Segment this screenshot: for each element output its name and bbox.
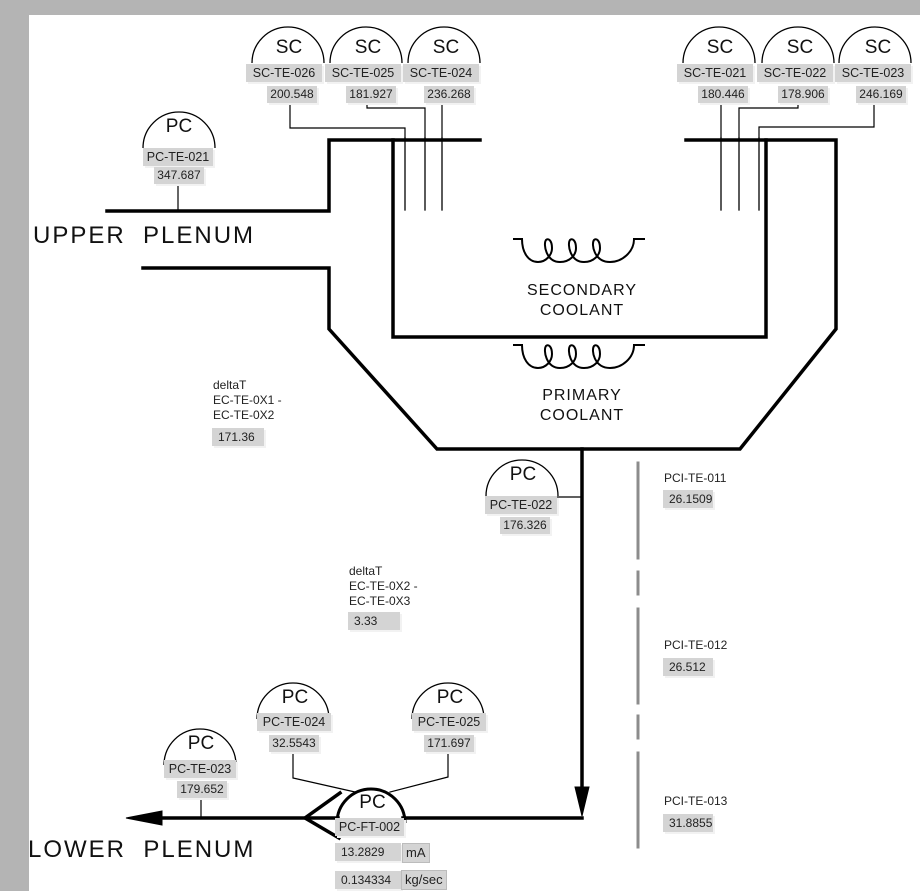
- gauge-sc-te-021[interactable]: SC SC-TE-021 180.446: [677, 33, 760, 105]
- pc-te-024-leader: [292, 753, 356, 793]
- secondary-coolant-label: SECONDARY COOLANT: [500, 281, 664, 321]
- delta-t-value: 171.36: [212, 428, 264, 446]
- delta-t-line1: EC-TE-0X1 -: [213, 393, 282, 407]
- downcomer-arrow-icon: [574, 786, 590, 817]
- gauge-tag: PC-TE-022: [485, 496, 557, 514]
- gauge-pc-te-023[interactable]: PC PC-TE-023 179.652: [163, 729, 239, 799]
- gauge-tag: SC-TE-022: [757, 64, 833, 82]
- gauge-value: 246.169: [856, 86, 906, 103]
- gauge-sc-te-025[interactable]: SC SC-TE-025 181.927: [325, 33, 408, 105]
- primary-coolant-label: PRIMARY COOLANT: [500, 386, 664, 426]
- delta-t-title: deltaT: [213, 378, 247, 392]
- primary-coolant-line1: PRIMARY: [542, 387, 622, 404]
- gauge-tag: SC-TE-021: [677, 64, 753, 82]
- sc-te-025-leader: [366, 103, 426, 141]
- pci-value: 26.1509: [663, 490, 713, 508]
- gauge-sc-te-023[interactable]: SC SC-TE-023 246.169: [835, 33, 918, 105]
- lower-plenum-label: LOWER PLENUM: [28, 836, 256, 863]
- gauge-value: 32.5543: [269, 735, 319, 752]
- gauge-dome-icon: [485, 459, 559, 497]
- gauge-group-label: PC: [359, 792, 386, 813]
- gauge-tag: PC-TE-021: [143, 148, 213, 166]
- gauge-value: 171.697: [424, 735, 474, 752]
- gauge-value: 176.326: [500, 517, 550, 534]
- gauge-group-label: PC: [165, 116, 193, 137]
- gauge-group-label: SC: [786, 37, 814, 58]
- gauge-dome-icon: [256, 682, 330, 720]
- gauge-pc-te-021[interactable]: PC PC-TE-021 347.687: [141, 112, 217, 184]
- secondary-coolant-line1: SECONDARY: [526, 282, 638, 299]
- gauge-dome-icon: [251, 26, 325, 64]
- gauge-tag: SC-TE-025: [325, 64, 401, 82]
- flow-current-unit: mA: [402, 843, 430, 863]
- gauge-pc-te-025[interactable]: PC PC-TE-025 171.697: [412, 683, 488, 753]
- primary-coil-icon: [513, 344, 645, 370]
- gauge-dome-icon: [163, 728, 237, 766]
- gauge-pc-te-024[interactable]: PC PC-TE-024 32.5543: [257, 683, 333, 753]
- gauge-value: 200.548: [267, 86, 317, 103]
- secondary-coil-icon: [513, 238, 645, 264]
- gauge-tag: PC-TE-023: [164, 760, 236, 778]
- gauge-dome-icon: [329, 26, 403, 64]
- gauge-sc-te-022[interactable]: SC SC-TE-022 178.906: [757, 33, 840, 105]
- pci-tag: PCI-TE-011: [664, 471, 727, 485]
- gauge-dome-icon: [142, 111, 216, 149]
- gauge-value: 179.652: [177, 781, 227, 798]
- pci-tag: PCI-TE-012: [664, 638, 728, 652]
- delta-t-line1: EC-TE-0X2 -: [349, 579, 418, 593]
- gauge-tag: SC-TE-023: [835, 64, 911, 82]
- gauge-group-label: SC: [706, 37, 734, 58]
- gauge-dome-icon: [411, 682, 485, 720]
- gauge-group-label: PC: [436, 687, 464, 708]
- gauge-pc-ft-002[interactable]: PC PC-FT-002: [335, 784, 410, 884]
- gauge-dome-icon: [407, 26, 481, 64]
- lower-plenum-arrow-icon: [125, 810, 163, 826]
- delta-t-line2: EC-TE-0X2: [213, 408, 275, 422]
- pc-te-025-leader: [389, 753, 449, 793]
- flow-rate-unit: kg/sec: [401, 870, 447, 890]
- gauge-dome-icon: [335, 787, 407, 824]
- gauge-group-label: SC: [864, 37, 892, 58]
- gauge-tag: PC-TE-024: [257, 713, 331, 731]
- gauge-value: 178.906: [778, 86, 828, 103]
- gauge-value: 236.268: [424, 86, 474, 103]
- gauge-group-label: PC: [509, 464, 537, 485]
- sc-te-023-leader: [758, 103, 875, 141]
- pci-value: 31.8855: [663, 814, 713, 832]
- upper-plenum-label: UPPER PLENUM: [33, 222, 256, 249]
- upper-plenum-bottom-pipe: [141, 138, 838, 451]
- gauge-tag: PC-FT-002: [335, 818, 404, 836]
- secondary-vessel: [391, 138, 768, 339]
- gauge-value: 347.687: [154, 167, 204, 184]
- sc-te-022-leader: [738, 103, 799, 141]
- pci-tag: PCI-TE-013: [664, 794, 728, 808]
- gauge-value: 181.927: [346, 86, 396, 103]
- gauge-tag: PC-TE-025: [412, 713, 486, 731]
- delta-t-line2: EC-TE-0X3: [349, 594, 411, 608]
- gauge-tag: SC-TE-026: [246, 64, 322, 82]
- gauge-pc-te-022[interactable]: PC PC-TE-022 176.326: [485, 460, 561, 534]
- gauge-group-label: SC: [354, 37, 382, 58]
- gauge-sc-te-026[interactable]: SC SC-TE-026 200.548: [246, 33, 329, 105]
- gauge-tag: SC-TE-024: [403, 64, 479, 82]
- flow-rate-value: 0.134334: [335, 871, 401, 889]
- gauge-dome-icon: [682, 26, 756, 64]
- sc-te-026-leader: [289, 103, 406, 141]
- gauge-group-label: PC: [187, 733, 215, 754]
- secondary-coolant-line2: COOLANT: [539, 302, 625, 319]
- delta-t-title: deltaT: [349, 564, 383, 578]
- gauge-group-label: SC: [275, 37, 303, 58]
- gauge-dome-icon: [838, 26, 912, 64]
- gauge-group-label: SC: [432, 37, 460, 58]
- primary-coolant-line2: COOLANT: [539, 407, 625, 424]
- gauge-group-label: PC: [281, 687, 309, 708]
- gauge-dome-icon: [761, 26, 835, 64]
- flow-current-value: 13.2829: [335, 843, 401, 861]
- flow-fork: [301, 790, 343, 841]
- gauge-value: 180.446: [698, 86, 748, 103]
- delta-t-value: 3.33: [348, 612, 400, 630]
- gauge-sc-te-024[interactable]: SC SC-TE-024 236.268: [403, 33, 486, 105]
- pci-value: 26.512: [663, 658, 713, 676]
